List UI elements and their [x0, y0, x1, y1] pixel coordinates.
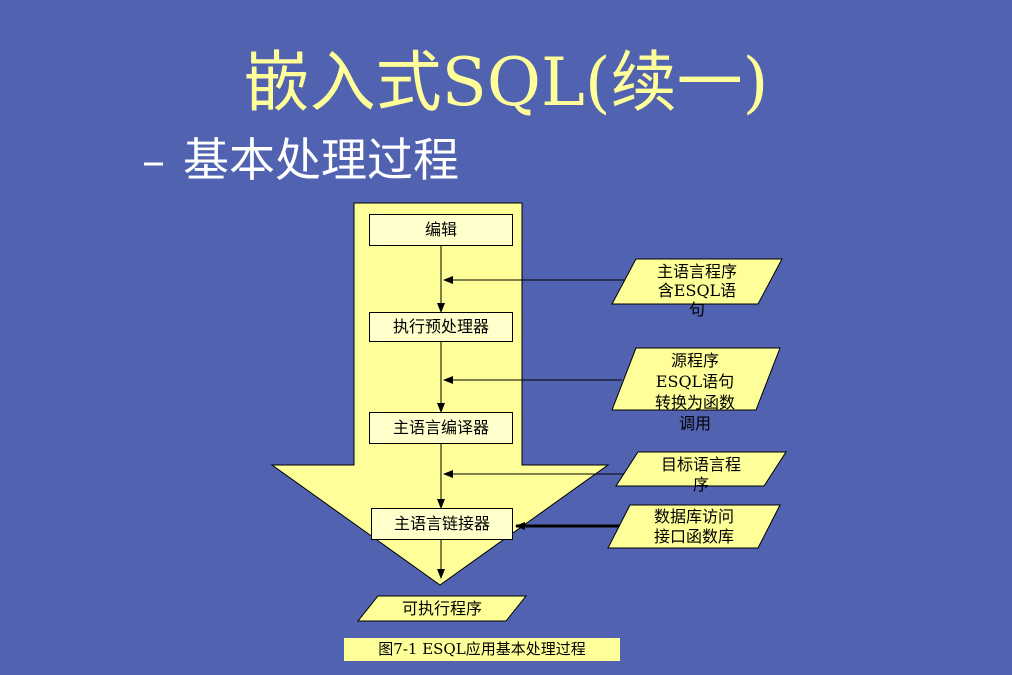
input-label-3: 目标语言程 序 [660, 455, 741, 494]
input-shape-4 [607, 504, 781, 549]
figure-caption: 图7-1 ESQL应用基本处理过程 [344, 638, 620, 661]
input-label-1: 主语言程序 含ESQL语 句 [656, 262, 737, 319]
step-edit: 编辑 [369, 214, 513, 246]
input-label-2: 源程序 ESQL语句 转换为函数 调用 [654, 351, 735, 433]
slide-subtitle: –基本处理过程 [142, 130, 459, 190]
step-preprocessor: 执行预处理器 [369, 312, 513, 342]
input-label-4: 数据库访问 接口函数库 [653, 507, 734, 546]
input-shape-1 [611, 258, 783, 305]
input-shape-3 [615, 451, 787, 487]
output-label: 可执行程序 [401, 599, 482, 618]
subtitle-text: 基本处理过程 [183, 133, 459, 187]
bullet-dash: – [142, 133, 165, 187]
slide-title: 嵌入式SQL(续一) [243, 44, 769, 121]
input-shape-2 [611, 347, 781, 411]
output-shape [356, 595, 528, 622]
step-compiler: 主语言编译器 [369, 412, 513, 444]
step-linker: 主语言链接器 [371, 508, 513, 540]
